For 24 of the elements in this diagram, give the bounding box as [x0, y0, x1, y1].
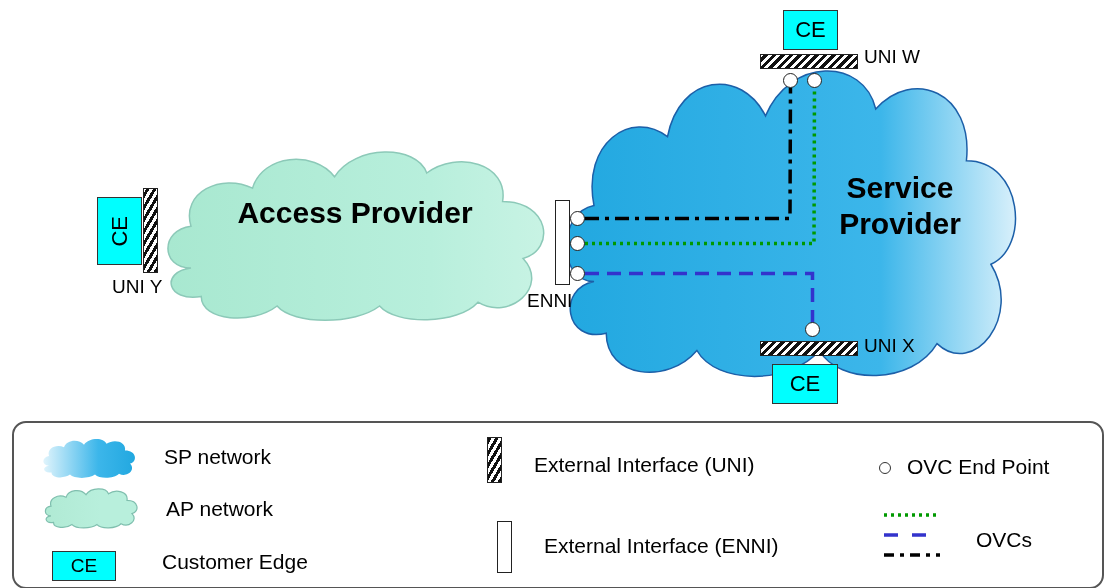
ovc-line: [585, 88, 793, 221]
interface-label: UNI W: [864, 46, 920, 68]
ovc-line: [585, 88, 817, 246]
legend-text: SP network: [164, 445, 271, 469]
customer-edge-box: CE: [783, 10, 838, 50]
network-name: Service Provider: [838, 170, 962, 242]
legend-text: External Interface (ENNI): [544, 534, 779, 558]
uni-interface-bar: [760, 54, 858, 69]
legend-text: Customer Edge: [162, 550, 308, 574]
interface-label: UNI X: [864, 335, 915, 357]
interface-label: ENNI: [527, 290, 573, 312]
customer-edge-box: CE: [772, 364, 838, 404]
interface-label: UNI Y: [112, 276, 163, 298]
legend-text: External Interface (UNI): [534, 453, 755, 477]
network-name: Access Provider: [236, 195, 474, 231]
customer-edge-icon: CE: [52, 551, 116, 581]
enni-interface-bar: [555, 200, 570, 285]
legend-text: AP network: [166, 497, 273, 521]
legend-text: OVCs: [976, 528, 1032, 552]
customer-edge-box: CE: [97, 197, 142, 265]
uni-interface-bar: [143, 188, 158, 273]
legend-text: OVC End Point: [907, 455, 1050, 479]
ovc-end-point: [783, 73, 798, 88]
ovc-line: [585, 271, 815, 322]
